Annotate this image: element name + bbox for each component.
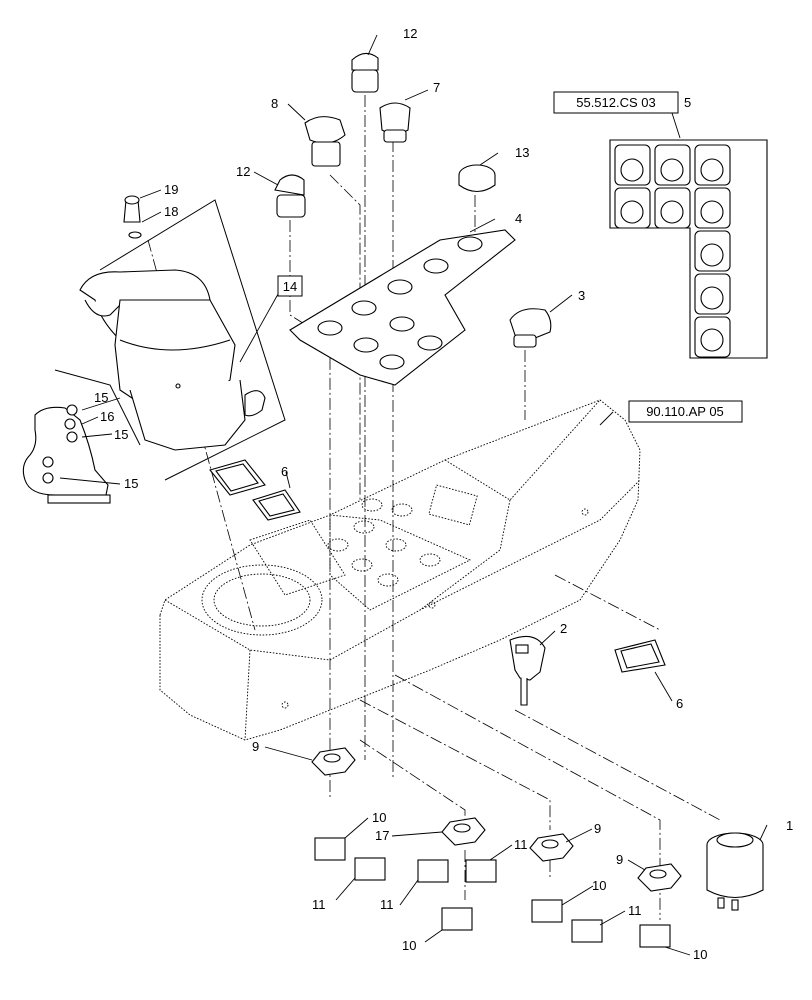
callout-label: 11 — [514, 837, 528, 852]
callout-label: 10 — [592, 878, 606, 893]
reference-box-90-110: 90.110.AP 05 — [628, 400, 743, 423]
callout-label: 1 — [786, 818, 793, 833]
callout-label: 9 — [616, 852, 623, 867]
callout-label: 13 — [515, 145, 529, 160]
callout-label: 15 — [124, 476, 138, 491]
reference-box-14: 14 — [277, 275, 303, 297]
callout-label: 18 — [164, 204, 178, 219]
joystick-assembly — [79, 195, 286, 481]
callout-label: 9 — [252, 739, 259, 754]
callout-label: 11 — [312, 897, 326, 912]
mounting-clips — [311, 747, 682, 892]
callout-label: 8 — [271, 96, 278, 111]
micro-switches — [314, 837, 671, 948]
console-housing — [159, 399, 641, 741]
joystick-handle-side-view — [22, 369, 141, 504]
callout-label: 19 — [164, 182, 178, 197]
callout-label: 12 — [236, 164, 250, 179]
callout-label: 6 — [281, 464, 288, 479]
callout-label: 15 — [94, 390, 108, 405]
callout-label: 10 — [372, 810, 386, 825]
callout-label: 2 — [560, 621, 567, 636]
decals — [209, 459, 666, 673]
callout-label: 5 — [684, 95, 691, 110]
callout-label: 10 — [402, 938, 416, 953]
reference-text: 90.110.AP 05 — [646, 404, 724, 419]
reference-box-55-512: 55.512.CS 03 — [553, 91, 679, 114]
callout-label: 16 — [100, 409, 114, 424]
callout-label: 10 — [693, 947, 707, 962]
ignition-switch — [706, 832, 764, 911]
reference-text: 14 — [283, 279, 297, 294]
callout-label: 11 — [380, 897, 394, 912]
ignition-key — [509, 635, 546, 706]
callout-label: 7 — [433, 80, 440, 95]
callout-label: 6 — [676, 696, 683, 711]
callout-labels: 12 7 8 12 13 4 19 18 3 5 6 2 6 1 15 16 1… — [94, 26, 793, 962]
callout-label: 17 — [375, 828, 389, 843]
keypad-gasket — [289, 229, 516, 386]
switch-caps — [274, 52, 552, 348]
callout-label: 4 — [515, 211, 522, 226]
keypad-switch-panel — [609, 139, 768, 359]
callout-label: 9 — [594, 821, 601, 836]
reference-text: 55.512.CS 03 — [576, 95, 656, 110]
leader-lines — [59, 34, 768, 956]
callout-label: 15 — [114, 427, 128, 442]
callout-label: 3 — [578, 288, 585, 303]
callout-label: 11 — [628, 903, 642, 918]
callout-label: 12 — [403, 26, 417, 41]
